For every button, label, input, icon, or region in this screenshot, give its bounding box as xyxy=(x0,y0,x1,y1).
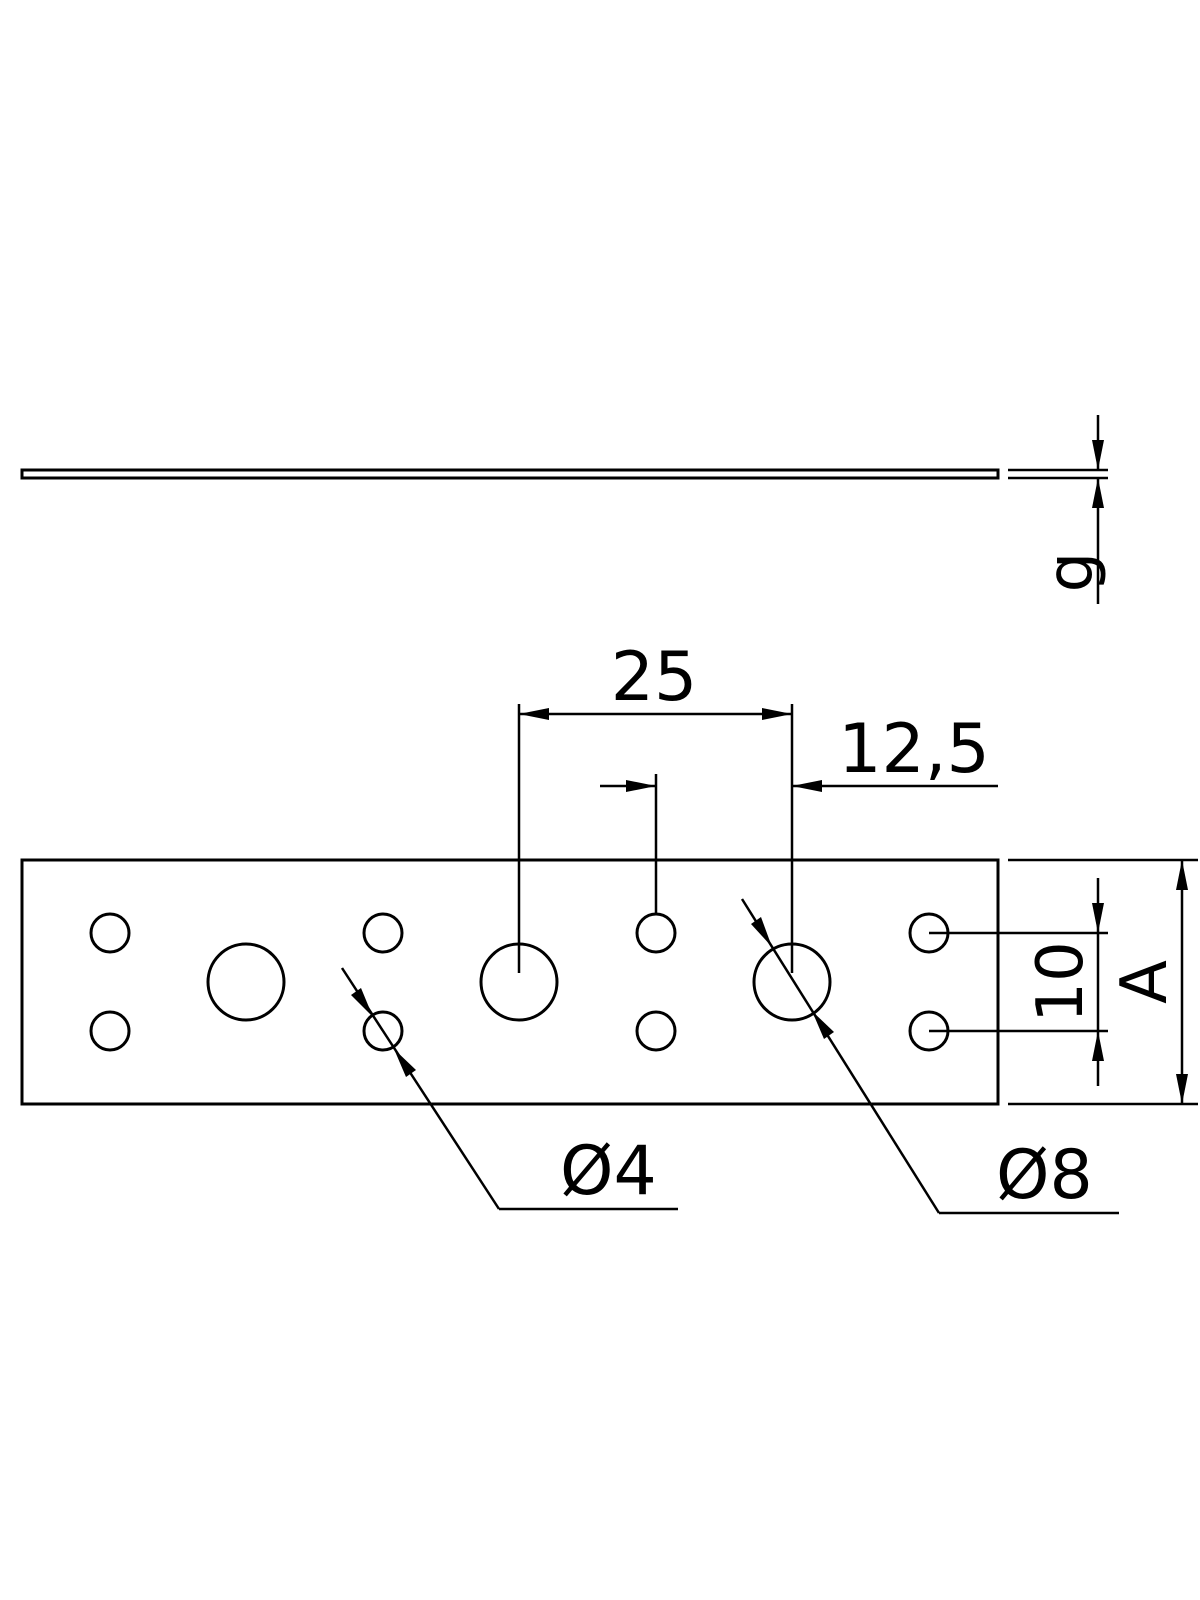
small-hole xyxy=(89,912,131,954)
large-hole-arrow-inner xyxy=(812,1011,834,1039)
large-hole xyxy=(206,942,286,1022)
plate-outline xyxy=(20,858,1000,1106)
hole-spacing-arrow-top xyxy=(1092,903,1104,933)
small-hole-label: Ø4 xyxy=(560,1132,657,1211)
top-view xyxy=(20,858,1198,1106)
large-hole-leader-line xyxy=(740,898,941,1214)
hole-spacing-arrow-bottom xyxy=(1092,1031,1104,1061)
hole-spacing-dimension: 10 xyxy=(929,878,1108,1086)
small-hole xyxy=(635,912,677,954)
pitch-dimension: 25 xyxy=(517,638,794,973)
large-hole-arrow-outer xyxy=(751,917,772,947)
thickness-arrow-top xyxy=(1092,440,1104,470)
side-view-strip xyxy=(20,468,1000,480)
pitch-label: 25 xyxy=(611,638,698,717)
width-arrow-top xyxy=(1176,860,1188,890)
width-arrow-bottom xyxy=(1176,1074,1188,1104)
small-hole-arrow-outer xyxy=(351,988,373,1017)
small-hole-leader: Ø4 xyxy=(340,967,678,1211)
thickness-arrow-bottom xyxy=(1092,478,1104,508)
large-hole-label: Ø8 xyxy=(996,1136,1093,1215)
width-dimension: A xyxy=(1108,860,1188,1104)
half-pitch-label: 12,5 xyxy=(838,710,989,789)
pitch-arrow-left xyxy=(519,708,549,720)
small-hole xyxy=(362,912,404,954)
thickness-label: g xyxy=(1034,552,1108,593)
small-hole-arrow-inner xyxy=(394,1049,416,1077)
half-pitch-dimension: 12,5 xyxy=(600,710,998,914)
small-hole xyxy=(635,1010,677,1052)
large-hole-leader: Ø8 xyxy=(740,898,1119,1215)
pitch-arrow-right xyxy=(762,708,792,720)
small-hole xyxy=(89,1010,131,1052)
half-pitch-arrow-left xyxy=(626,780,656,792)
side-view: g xyxy=(20,415,1108,604)
hole-spacing-label: 10 xyxy=(1024,941,1098,1022)
width-label: A xyxy=(1108,960,1182,1004)
half-pitch-arrow-right xyxy=(792,780,822,792)
